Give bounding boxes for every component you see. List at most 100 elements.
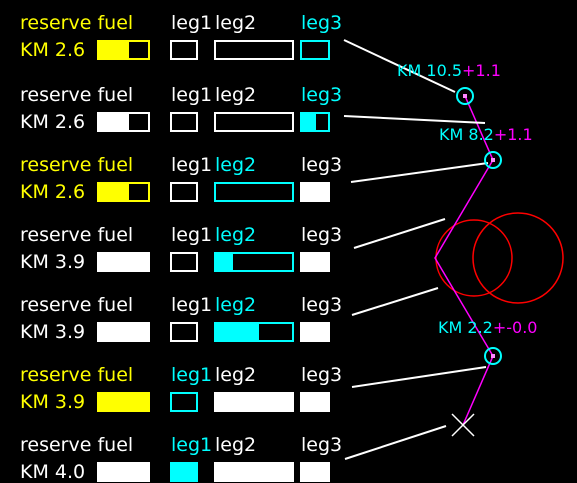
- leg1-label: leg1: [171, 364, 213, 386]
- leader-line: [343, 115, 486, 124]
- leg1-gauge: [170, 182, 198, 202]
- waypoint-marker-icon: [484, 151, 502, 169]
- leg1-label: leg1: [171, 84, 213, 106]
- leg3-gauge: [300, 182, 330, 202]
- leg2-gauge-fill: [216, 254, 233, 270]
- leg3-label: leg3: [301, 294, 343, 316]
- leg3-gauge: [300, 40, 330, 60]
- leg1-gauge: [170, 40, 198, 60]
- leg2-label: leg2: [215, 84, 257, 106]
- range-circle-large: [472, 212, 564, 304]
- leg2-gauge: [214, 40, 294, 60]
- reserve-fuel-gauge-fill: [99, 254, 148, 270]
- waypoint-dot: [491, 354, 495, 358]
- waypoint-dot: [463, 94, 467, 98]
- reserve-fuel-gauge: [97, 112, 150, 132]
- reserve-fuel-gauge: [97, 182, 150, 202]
- leader-line: [350, 162, 489, 183]
- leg1-label: leg1: [171, 294, 213, 316]
- waypoint-dot: [491, 158, 495, 162]
- leg2-gauge-fill: [216, 464, 292, 480]
- range-circle-small: [435, 219, 513, 297]
- destination-x-icon: [451, 413, 475, 437]
- reserve-fuel-label: reserve fuel: [20, 12, 134, 34]
- waypoint-offset: +1.1: [462, 61, 501, 80]
- leg2-gauge-fill: [216, 324, 260, 340]
- km-label: KM 2.6: [20, 181, 86, 203]
- leg3-gauge-fill: [302, 464, 328, 480]
- waypoint-km: KM 2.2: [438, 318, 493, 337]
- leader-line: [343, 39, 456, 93]
- leg1-gauge: [170, 392, 198, 412]
- leg1-label: leg1: [171, 154, 213, 176]
- leg3-gauge: [300, 252, 330, 272]
- leg1-label: leg1: [171, 12, 213, 34]
- waypoint-label: KM 8.2+1.1: [439, 125, 533, 144]
- reserve-fuel-gauge-fill: [99, 184, 130, 200]
- leg3-gauge-fill: [302, 324, 328, 340]
- leg1-gauge-fill: [172, 464, 196, 480]
- leg2-label: leg2: [215, 434, 257, 456]
- leg2-gauge: [214, 392, 294, 412]
- leg1-label: leg1: [171, 224, 213, 246]
- leader-line: [351, 366, 487, 388]
- reserve-fuel-gauge: [97, 392, 150, 412]
- waypoint-marker-icon: [484, 347, 502, 365]
- leg2-gauge: [214, 322, 294, 342]
- leg2-label: leg2: [215, 364, 257, 386]
- leg3-gauge: [300, 462, 330, 482]
- leg2-label: leg2: [215, 224, 257, 246]
- km-label: KM 3.9: [20, 321, 86, 343]
- leg2-label: leg2: [215, 12, 257, 34]
- reserve-fuel-label: reserve fuel: [20, 154, 134, 176]
- leg1-label: leg1: [171, 434, 213, 456]
- reserve-fuel-gauge-fill: [99, 394, 148, 410]
- leg3-gauge-fill: [302, 394, 328, 410]
- reserve-fuel-gauge: [97, 40, 150, 60]
- km-label: KM 2.6: [20, 111, 86, 133]
- leg3-gauge-fill: [302, 184, 328, 200]
- leg2-gauge-fill: [216, 394, 292, 410]
- leg1-gauge: [170, 462, 198, 482]
- leg1-gauge: [170, 252, 198, 272]
- leg3-gauge: [300, 392, 330, 412]
- leg3-gauge-fill: [302, 254, 328, 270]
- leg2-gauge: [214, 252, 294, 272]
- leg3-label: leg3: [301, 154, 343, 176]
- leg1-gauge: [170, 322, 198, 342]
- leg3-gauge: [300, 322, 330, 342]
- leg1-gauge: [170, 112, 198, 132]
- leg2-gauge: [214, 462, 294, 482]
- km-label: KM 3.9: [20, 251, 86, 273]
- leg2-label: leg2: [215, 154, 257, 176]
- reserve-fuel-label: reserve fuel: [20, 434, 134, 456]
- waypoint-label: KM 10.5+1.1: [397, 61, 501, 80]
- reserve-fuel-label: reserve fuel: [20, 294, 134, 316]
- reserve-fuel-gauge-fill: [99, 42, 130, 58]
- leader-line: [344, 425, 447, 460]
- km-label: KM 4.0: [20, 461, 86, 483]
- reserve-fuel-gauge-fill: [99, 324, 148, 340]
- leg2-gauge: [214, 182, 294, 202]
- reserve-fuel-gauge: [97, 462, 150, 482]
- leg2-label: leg2: [215, 294, 257, 316]
- leader-line: [353, 218, 446, 249]
- km-label: KM 3.9: [20, 391, 86, 413]
- waypoint-marker-icon: [456, 87, 474, 105]
- route-line: [434, 95, 494, 426]
- leg2-gauge: [214, 112, 294, 132]
- waypoint-offset: +1.1: [494, 125, 533, 144]
- leg3-label: leg3: [301, 434, 343, 456]
- leg3-gauge-fill: [302, 114, 317, 130]
- reserve-fuel-gauge: [97, 322, 150, 342]
- waypoint-label: KM 2.2+-0.0: [438, 318, 537, 337]
- reserve-fuel-label: reserve fuel: [20, 364, 134, 386]
- waypoint-km: KM 8.2: [439, 125, 494, 144]
- reserve-fuel-gauge-fill: [99, 464, 148, 480]
- leg3-label: leg3: [301, 224, 343, 246]
- reserve-fuel-label: reserve fuel: [20, 84, 134, 106]
- reserve-fuel-label: reserve fuel: [20, 224, 134, 246]
- leg3-gauge: [300, 112, 330, 132]
